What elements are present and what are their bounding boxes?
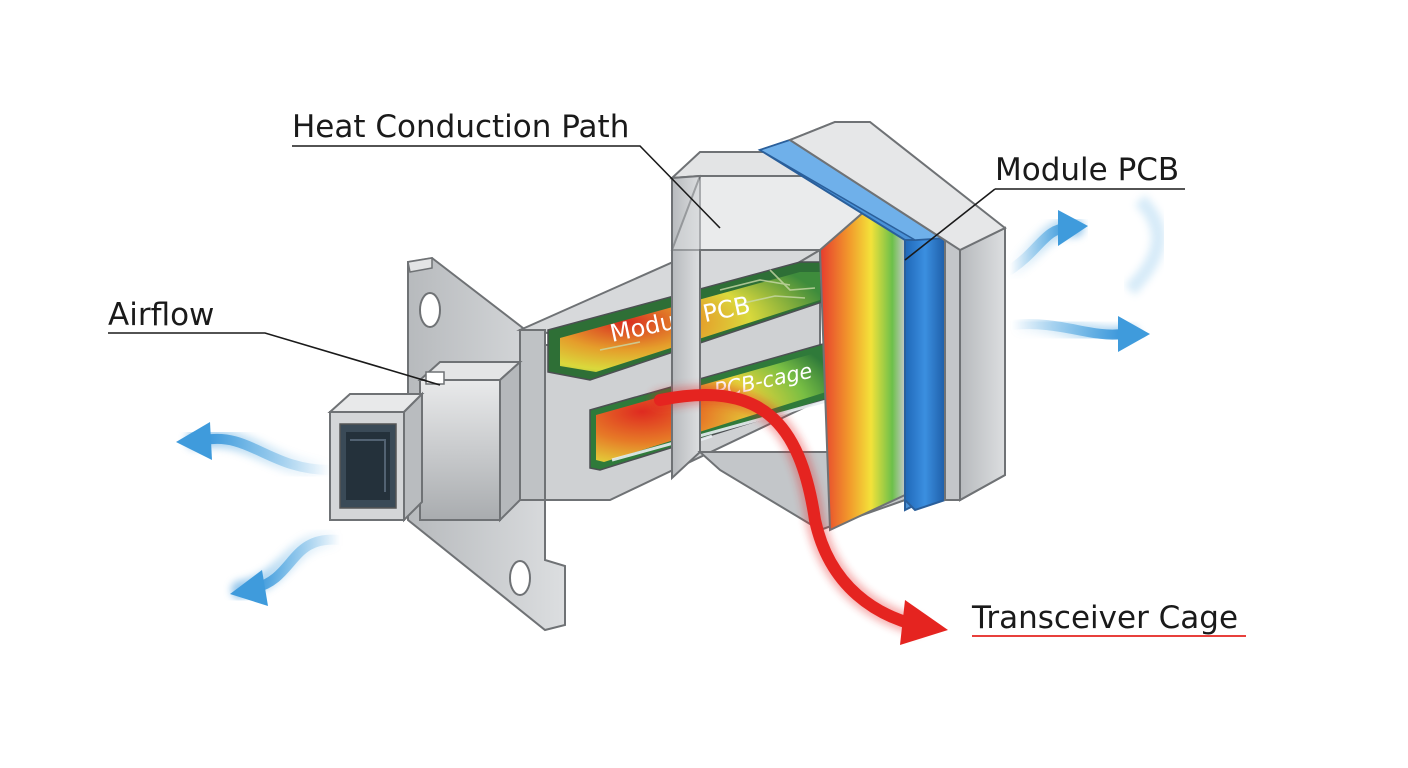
callout-lines	[108, 145, 1185, 386]
heat-flow-arrow	[650, 385, 948, 645]
transceiver-cage-label: Transceiver Cage	[971, 600, 1238, 636]
heat-conduction-path-label: Heat Conduction Path	[292, 109, 629, 145]
airflow-label: Airflow	[108, 297, 214, 333]
airflow-right	[1001, 195, 1165, 352]
blue-thermal-plate	[757, 138, 948, 512]
rear-metal-block	[787, 120, 1007, 502]
pcb-cage-board: PCB-cage	[589, 341, 831, 471]
module-pcb-label: Module PCB	[995, 152, 1179, 188]
airflow-left	[176, 422, 349, 606]
front-connector	[327, 359, 523, 523]
